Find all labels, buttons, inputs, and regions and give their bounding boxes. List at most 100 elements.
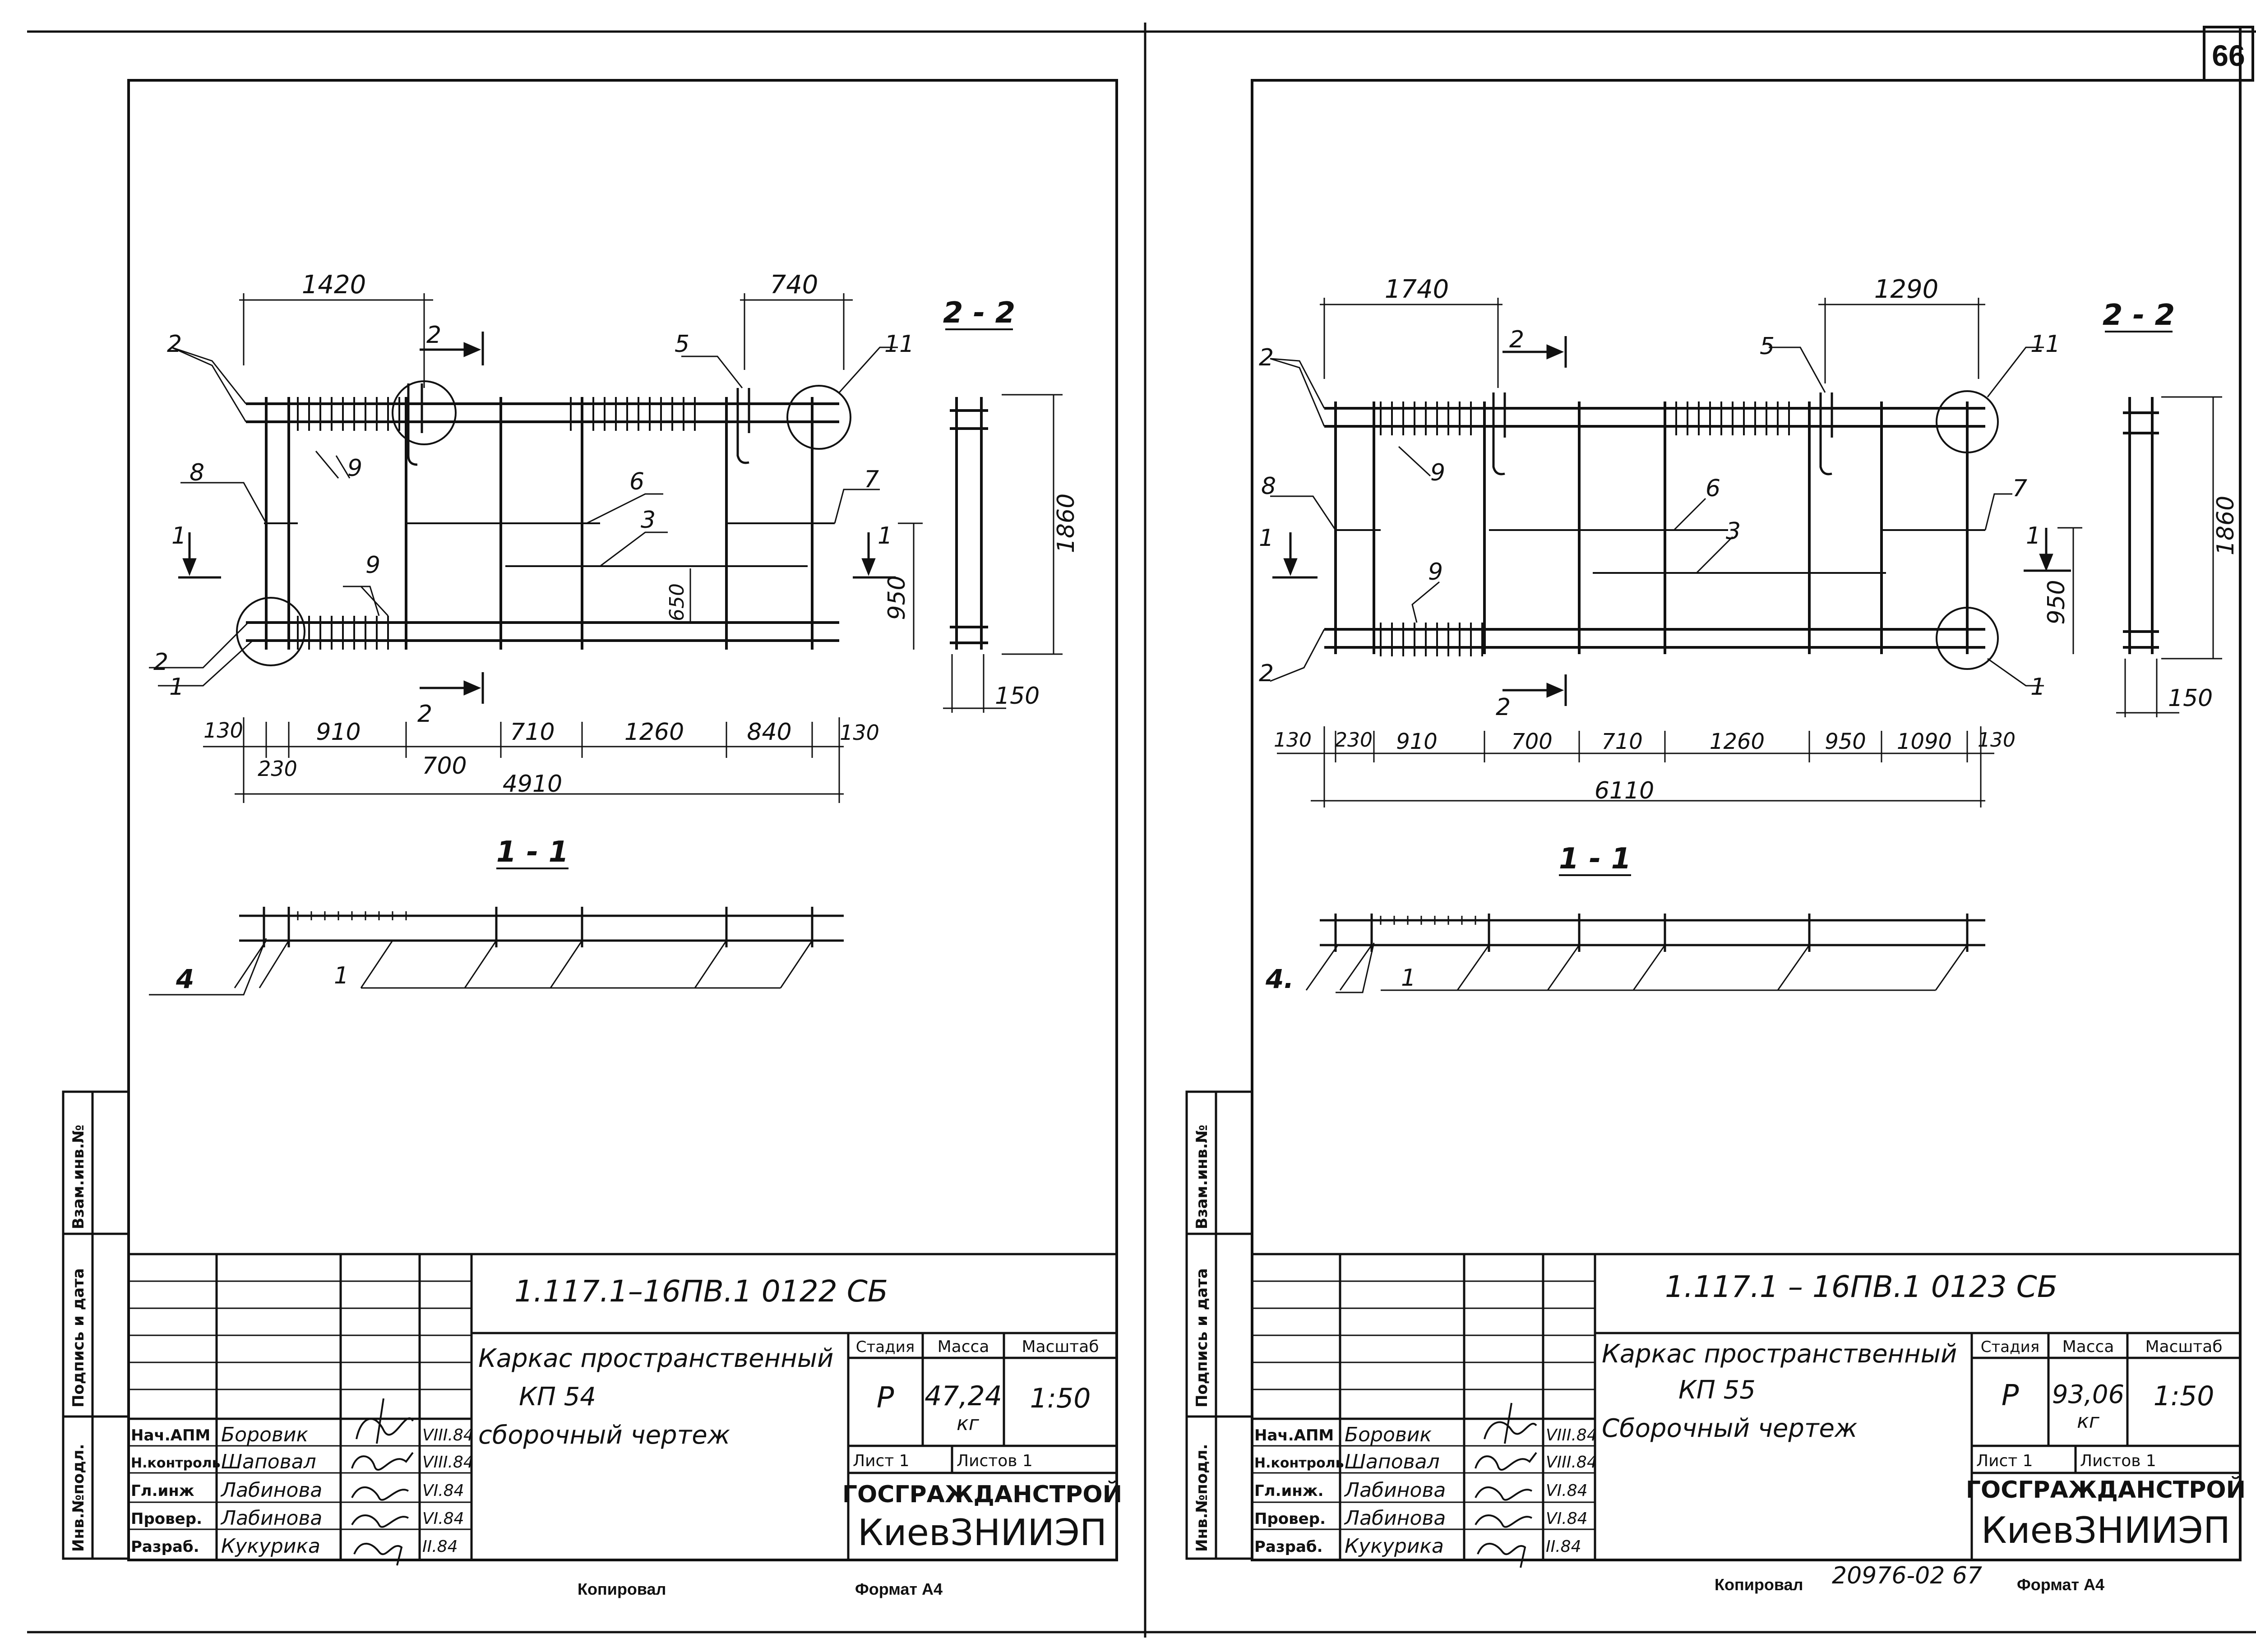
section-title-1-1: 1 - 1 <box>1559 842 1631 876</box>
stirrup-hatch-top-left <box>1380 401 1472 435</box>
section-2-2-drawing <box>2123 397 2159 654</box>
frame-elevation <box>246 397 839 650</box>
callout-8: 8 <box>190 459 204 486</box>
section-1-1-drawing <box>239 907 844 947</box>
detail-circle <box>236 597 305 666</box>
title-block-grid <box>129 1253 1117 1559</box>
dim-bottom: 230 <box>258 757 297 781</box>
dim-total-length: 6110 <box>1595 777 1654 804</box>
detail-circle <box>392 380 457 445</box>
leader-lines <box>149 346 898 996</box>
sheet-label: Лист 1 <box>1976 1452 2033 1470</box>
callout-7: 7 <box>2012 475 2027 502</box>
section-mark-1: 1 <box>2026 522 2041 549</box>
sheet-right: 1740 1290 2 8 9 6 3 5 11 7 9 2 1 2 2 1 1 <box>1185 27 2246 1594</box>
section-1-1-ticks <box>297 911 407 920</box>
section-1-1-hatch <box>1305 945 1968 991</box>
role-label: Гл.инж <box>131 1482 194 1500</box>
side-label: Взам.инв.№ <box>1193 1125 1211 1229</box>
footer-format: Формат А4 <box>855 1580 943 1598</box>
dim-vertical-1860: 1860 <box>1053 494 1080 553</box>
dim-bottom: 710 <box>1601 729 1643 754</box>
section-1-1-hatch <box>234 940 813 989</box>
dim-bottom: 910 <box>1396 729 1438 754</box>
role-label: Провер. <box>131 1510 202 1528</box>
hook-detail <box>1819 392 1833 475</box>
side-label: Инв.№подл. <box>69 1444 88 1552</box>
dim-bottom: 910 <box>316 719 361 746</box>
role-date: VIII.84 <box>422 1426 474 1444</box>
section-label-1: 1 <box>1401 964 1416 992</box>
dim-top-2: 1290 <box>1874 275 1939 304</box>
dimension-lines-vertical <box>689 394 1063 655</box>
title-line-1: Каркас пространственный <box>1602 1339 1957 1369</box>
callout-3: 3 <box>1726 518 1741 545</box>
role-name: Кукурика <box>1345 1535 1444 1558</box>
role-label: Гл.инж. <box>1254 1482 1324 1500</box>
dim-bottom: 1090 <box>1897 729 1952 754</box>
dim-bottom: 710 <box>510 719 555 746</box>
role-name: Боровик <box>1345 1423 1432 1446</box>
footer-extra: 20976-02 67 <box>1832 1562 1982 1589</box>
dim-bottom: 700 <box>1511 729 1553 754</box>
footer-format: Формат А4 <box>2017 1575 2104 1594</box>
org-name: ГОСГРАЖДАНСТРОЙ <box>842 1481 1122 1508</box>
dim-vertical-950: 950 <box>2043 580 2070 624</box>
org-institute: КиевЗНИИЭП <box>858 1512 1107 1554</box>
dim-width-line <box>2116 659 2179 717</box>
callout-9: 9 <box>1428 558 1443 586</box>
dim-width-line <box>943 654 1006 713</box>
role-date: VIII.84 <box>1546 1453 1597 1472</box>
section-title-2-2: 2 - 2 <box>2103 299 2175 332</box>
role-date: VI.84 <box>422 1509 464 1528</box>
role-label: Провер. <box>1254 1510 1326 1528</box>
section-arrow <box>178 332 896 704</box>
detail-circle <box>1936 390 1999 453</box>
footer-copied: Копировал <box>578 1580 666 1598</box>
callout-9: 9 <box>365 552 380 579</box>
role-label: Н.контроль <box>1254 1455 1344 1471</box>
section-label-4: 4 <box>176 964 194 994</box>
dim-width-150: 150 <box>995 683 1040 710</box>
dim-width-150: 150 <box>2168 685 2213 712</box>
callout-1: 1 <box>169 674 184 701</box>
dim-top-2: 740 <box>770 270 818 300</box>
role-name: Боровик <box>221 1423 308 1446</box>
dim-bottom: 230 <box>1335 729 1373 752</box>
role-name: Лабинова <box>220 1507 322 1530</box>
role-date: VI.84 <box>1546 1509 1588 1528</box>
dim-vertical-950: 950 <box>883 575 911 620</box>
dimension-lines-vertical <box>2057 396 2222 660</box>
role-date: VIII.84 <box>422 1453 474 1472</box>
dim-total-length: 4910 <box>503 771 562 798</box>
role-label: Нач.АПМ <box>131 1426 210 1444</box>
detail-circle <box>786 385 851 450</box>
dim-bottom: 1260 <box>624 719 684 746</box>
callout-2: 2 <box>167 331 182 358</box>
title-block-grid <box>1252 1253 2240 1559</box>
side-label: Подпись и дата <box>69 1268 88 1407</box>
section-mark-2: 2 <box>1509 326 1524 353</box>
role-date: II.84 <box>422 1537 458 1556</box>
callout-9: 9 <box>1430 459 1445 486</box>
signature-scribble <box>1475 1403 1537 1568</box>
stirrup-hatch-bottom-left <box>297 616 389 650</box>
role-date: II.84 <box>1546 1537 1581 1556</box>
dim-top-1: 1740 <box>1385 275 1449 304</box>
dimension-lines-top <box>1320 298 1985 388</box>
role-label: Разраб. <box>131 1538 199 1556</box>
header-scale: Масштаб <box>2145 1338 2222 1356</box>
doc-code: 1.117.1 – 16ПВ.1 0123 СБ <box>1665 1269 2057 1304</box>
title-line-3: сборочный чертеж <box>478 1421 730 1450</box>
section-1-1-drawing <box>1320 914 1985 952</box>
side-label-strip <box>62 1090 130 1560</box>
hook-detail <box>1492 392 1506 475</box>
callout-6: 6 <box>629 468 644 495</box>
mass-unit: кг <box>957 1412 980 1435</box>
stirrup-hatch-top-mid <box>1664 401 1790 435</box>
title-block-rows <box>1252 1280 1595 1530</box>
detail-circle <box>1936 607 1999 670</box>
section-arrow <box>1272 336 2071 706</box>
doc-code: 1.117.1–16ПВ.1 0122 СБ <box>514 1274 888 1309</box>
section-mark-1: 1 <box>878 522 892 549</box>
